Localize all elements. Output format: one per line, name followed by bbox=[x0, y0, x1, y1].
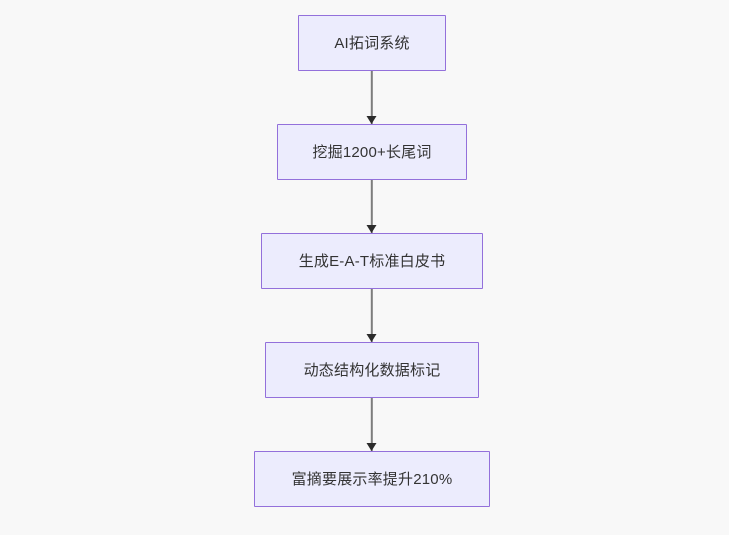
flowchart-node-5[interactable]: 富摘要展示率提升210% bbox=[254, 451, 490, 507]
flowchart-node-2[interactable]: 挖掘1200+长尾词 bbox=[277, 124, 467, 180]
flowchart-node-label: 富摘要展示率提升210% bbox=[291, 470, 453, 488]
flowchart-node-label: 动态结构化数据标记 bbox=[303, 361, 441, 379]
arrowhead-icon bbox=[366, 442, 377, 451]
edge-line bbox=[370, 71, 374, 124]
edge-line bbox=[370, 398, 374, 451]
flowchart-node-label: 挖掘1200+长尾词 bbox=[312, 143, 432, 161]
arrowhead-icon bbox=[366, 115, 377, 124]
edge-line bbox=[370, 180, 374, 233]
flowchart-node-label: 生成E-A-T标准白皮书 bbox=[298, 252, 446, 270]
flowchart-node-1[interactable]: AI拓词系统 bbox=[298, 15, 446, 71]
edge-line bbox=[370, 289, 374, 342]
flowchart-node-3[interactable]: 生成E-A-T标准白皮书 bbox=[261, 233, 483, 289]
flowchart-node-label: AI拓词系统 bbox=[334, 34, 410, 52]
arrowhead-icon bbox=[366, 224, 377, 233]
flowchart-node-4[interactable]: 动态结构化数据标记 bbox=[265, 342, 479, 398]
arrowhead-icon bbox=[366, 333, 377, 342]
